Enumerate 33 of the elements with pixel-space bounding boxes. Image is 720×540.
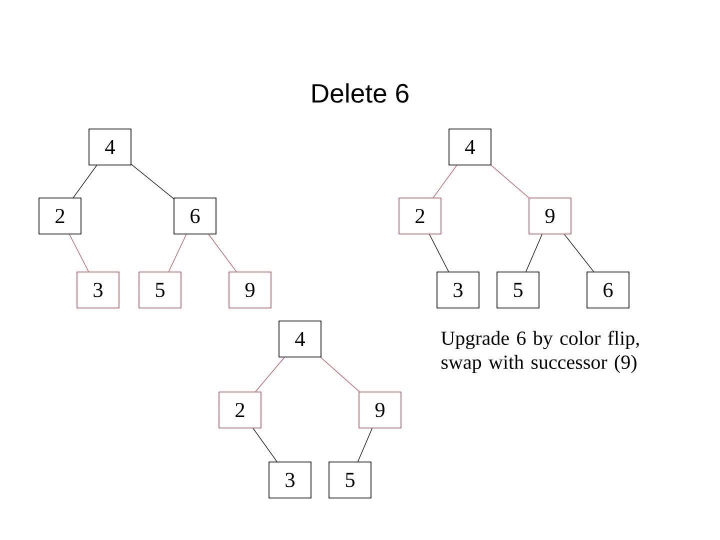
tree-node-box: 4 bbox=[278, 320, 322, 358]
tree-edge bbox=[255, 357, 285, 392]
tree-edge bbox=[168, 234, 187, 272]
tree-edge bbox=[491, 165, 530, 198]
tree-node-box: 3 bbox=[436, 272, 480, 308]
tree-edge bbox=[429, 234, 449, 272]
tree-node-box: 5 bbox=[328, 462, 372, 498]
tree-edge bbox=[564, 234, 594, 272]
tree-node-box: 4 bbox=[88, 128, 132, 166]
tree-edge bbox=[131, 164, 174, 199]
note-text: Upgrade 6 by color flip, swap with successor (9) bbox=[441, 330, 639, 374]
tree-node-box: 5 bbox=[496, 272, 540, 308]
tree-node-box: 2 bbox=[38, 198, 82, 234]
title: Delete 6 bbox=[312, 83, 408, 103]
tree-edge bbox=[208, 234, 237, 272]
tree-node-box: 9 bbox=[358, 392, 402, 428]
tree-node-box: 9 bbox=[528, 198, 572, 234]
tree-edge bbox=[69, 234, 89, 272]
tree-node-box: 4 bbox=[448, 128, 492, 166]
tree-node-box: 2 bbox=[218, 392, 262, 428]
tree-edge bbox=[433, 165, 458, 198]
tree-node-box: 2 bbox=[398, 198, 442, 234]
tree-node-box: 5 bbox=[138, 272, 182, 308]
tree-edge bbox=[73, 165, 97, 198]
tree-node-box: 6 bbox=[174, 198, 216, 234]
tree-node-box: 3 bbox=[76, 272, 120, 308]
tree-node-box: 3 bbox=[268, 462, 312, 498]
tree-edge bbox=[526, 234, 542, 272]
tree-node-box: 9 bbox=[228, 272, 272, 308]
tree-edge bbox=[358, 428, 372, 462]
tree-edge bbox=[252, 428, 278, 462]
tree-edge bbox=[320, 357, 360, 392]
tree-node-box: 6 bbox=[586, 272, 630, 308]
